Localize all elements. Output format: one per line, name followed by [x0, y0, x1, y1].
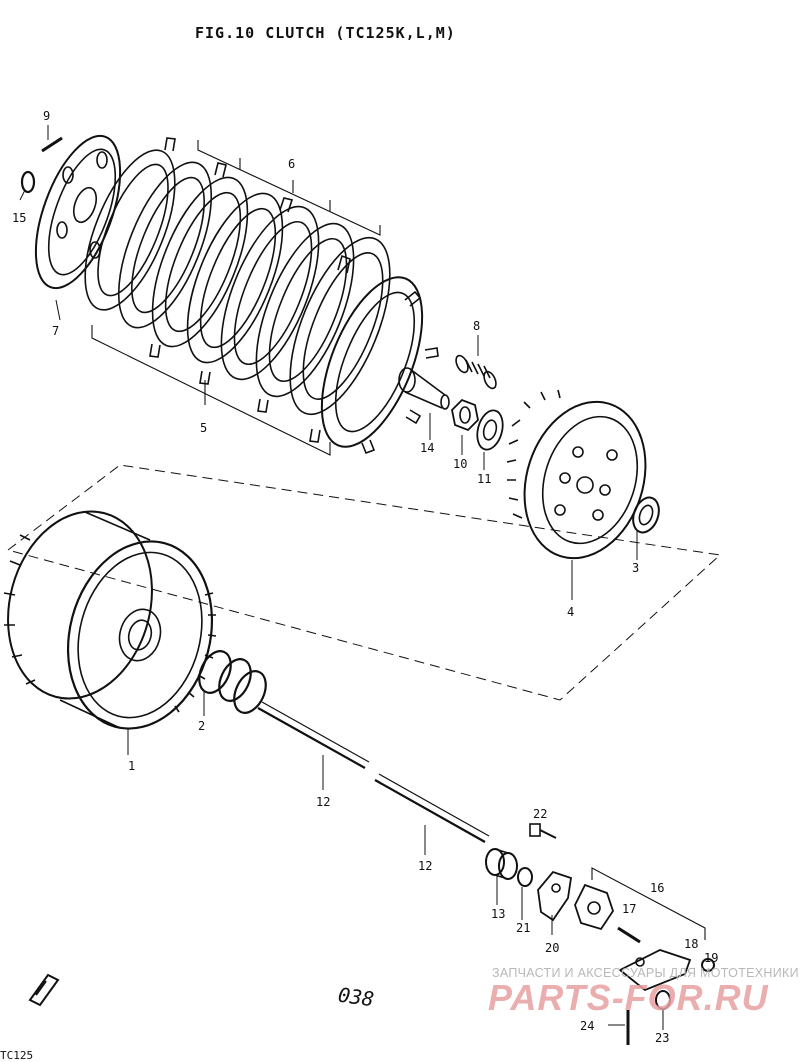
- callout-12a: 12: [316, 795, 330, 809]
- watermark-tagline: ЗАПЧАСТИ И АКСЕССУАРЫ ДЛЯ МОТОТЕХНИКИ: [492, 966, 799, 980]
- callout-15: 15: [12, 211, 26, 225]
- callout-17: 17: [622, 902, 636, 916]
- lever-arm-18: [618, 949, 692, 992]
- oring-2: [198, 650, 267, 714]
- washer-15: [20, 170, 36, 194]
- corner-model-code: TC125: [0, 1049, 34, 1062]
- thrust-washer-3: [632, 496, 660, 534]
- assembly-outline-dashed: [7, 464, 722, 701]
- callout-18: 18: [684, 937, 698, 951]
- leader-lines: [19, 125, 664, 1030]
- bolt-22: [529, 823, 557, 839]
- callout-3: 3: [632, 561, 639, 575]
- callout-4: 4: [567, 605, 574, 619]
- callout-24: 24: [580, 1019, 594, 1033]
- pressure-plate: [34, 134, 122, 290]
- callout-labels: 1 2 3 4 5 6 7 8 9 10 11 12 12 13 14 15 1…: [12, 109, 718, 1045]
- callout-19: 19: [704, 951, 718, 965]
- lock-washer-11: [476, 409, 504, 451]
- clutch-plate-stack: [84, 137, 439, 455]
- release-lever-16: [574, 867, 706, 940]
- lifter-plate-20: [537, 870, 573, 922]
- push-rod-12b: [374, 773, 490, 843]
- callout-10: 10: [453, 457, 467, 471]
- push-rod-12a: [257, 701, 370, 769]
- callout-23: 23: [655, 1031, 669, 1045]
- push-piece-14: [398, 367, 450, 410]
- nut-10: [451, 398, 479, 432]
- callout-7: 7: [52, 324, 59, 338]
- watermark-logo: PARTS-FOR.RU: [488, 977, 769, 1018]
- clutch-sleeve-hub-4: [506, 389, 647, 560]
- clutch-housing-gear-1: [3, 510, 217, 730]
- callout-21: 21: [516, 921, 530, 935]
- ball-21: [517, 867, 533, 887]
- callout-1: 1: [128, 759, 135, 773]
- callout-9: 9: [43, 109, 50, 123]
- collar-23: [655, 990, 671, 1010]
- bracket-6: [197, 140, 381, 236]
- callout-5: 5: [200, 421, 207, 435]
- callout-8: 8: [473, 319, 480, 333]
- screw-17: [617, 926, 641, 944]
- callout-22: 22: [533, 807, 547, 821]
- pin-9: [41, 136, 63, 153]
- bearing-13: [485, 848, 518, 880]
- callout-13: 13: [491, 907, 505, 921]
- callout-16: 16: [650, 881, 664, 895]
- callout-6: 6: [288, 157, 295, 171]
- nut-19: [701, 958, 715, 972]
- page-number: 038: [336, 982, 376, 1012]
- bracket-5: [91, 325, 331, 456]
- clutch-spring-8: [455, 354, 497, 390]
- callout-12b: 12: [418, 859, 432, 873]
- crankcase-emblem: [28, 973, 60, 1007]
- figure-title: FIG.10 CLUTCH (TC125K,L,M): [195, 24, 456, 42]
- callout-2: 2: [198, 719, 205, 733]
- callout-14: 14: [420, 441, 434, 455]
- callout-20: 20: [545, 941, 559, 955]
- callout-11: 11: [477, 472, 491, 486]
